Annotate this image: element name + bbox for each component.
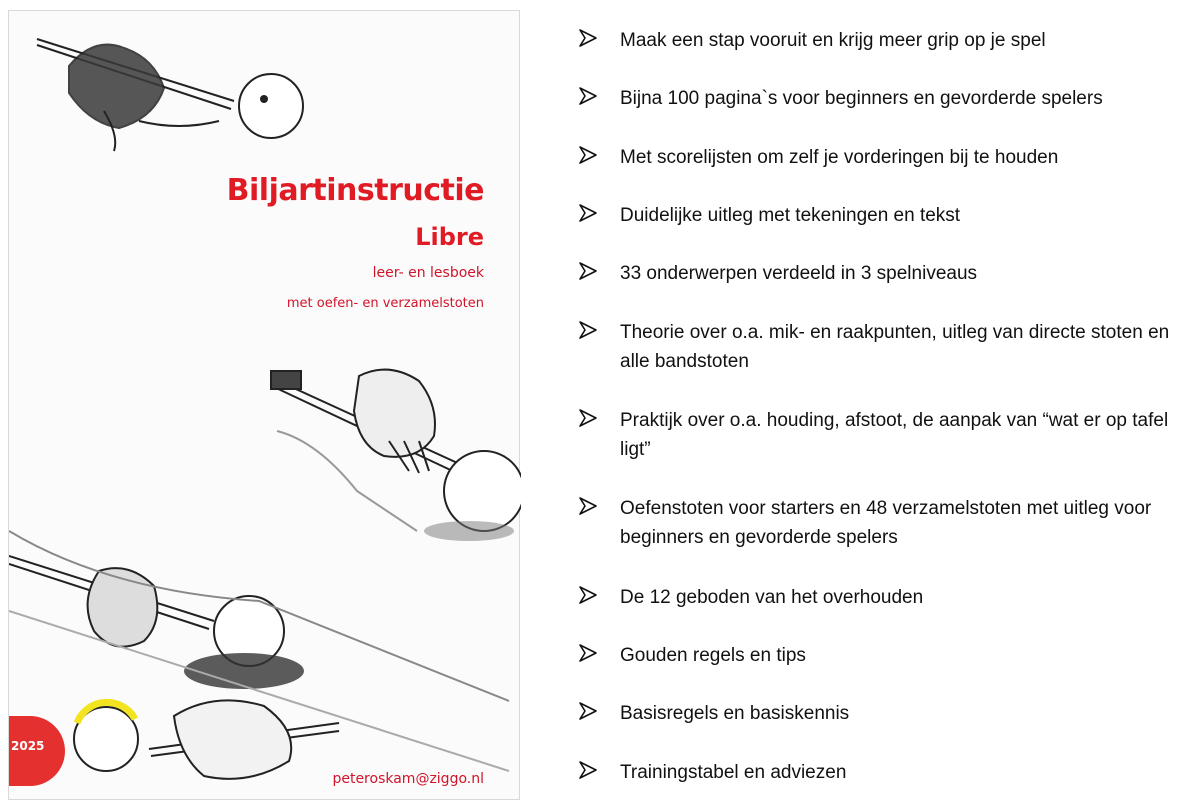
feature-text: Bijna 100 pagina`s voor beginners en gev… xyxy=(620,88,1103,109)
arrowhead-bullet-icon xyxy=(579,204,597,222)
feature-text: Trainingstabel en adviezen xyxy=(620,762,847,783)
arrowhead-bullet-icon xyxy=(579,87,597,105)
arrowhead-bullet-icon xyxy=(579,497,597,515)
arrowhead-bullet-icon xyxy=(579,409,597,427)
feature-text: Basisregels en basiskennis xyxy=(620,703,850,724)
feature-text: Oefenstoten voor starters en 48 verzamel… xyxy=(620,498,1152,548)
arrowhead-bullet-icon xyxy=(579,29,597,47)
feature-text: De 12 geboden van het overhouden xyxy=(620,587,924,608)
book-tagline-secondary: met oefen- en verzamelstoten xyxy=(286,296,484,311)
book-cover: Biljartinstructie Libre leer- en lesboek… xyxy=(8,10,521,800)
arrowhead-bullet-icon xyxy=(579,262,597,280)
book-subtitle: Libre xyxy=(415,223,484,251)
feature-text: Theorie over o.a. mik- en raakpunten, ui… xyxy=(620,322,1170,372)
arrowhead-bullet-icon xyxy=(579,644,597,662)
year-label: 2025 xyxy=(11,739,45,753)
feature-text: Maak een stap vooruit en krijg meer grip… xyxy=(620,30,1046,51)
feature-text: Praktijk over o.a. houding, afstoot, de … xyxy=(620,410,1169,460)
feature-text: Duidelijke uitleg met tekeningen en teks… xyxy=(620,205,961,226)
arrowhead-bullet-icon xyxy=(579,146,597,164)
book-tagline: leer- en lesboek xyxy=(372,265,484,281)
arrowhead-bullet-icon xyxy=(579,761,597,779)
arrowhead-bullet-icon xyxy=(579,586,597,604)
book-title: Biljartinstructie xyxy=(226,173,485,208)
feature-text: Gouden regels en tips xyxy=(620,645,806,666)
year-badge xyxy=(9,716,65,786)
feature-text: Met scorelijsten om zelf je vorderingen … xyxy=(620,147,1059,168)
feature-text: 33 onderwerpen verdeeld in 3 spelniveaus xyxy=(620,263,978,284)
arrowhead-bullet-icon xyxy=(579,702,597,720)
arrowhead-bullet-icon xyxy=(579,321,597,339)
contact-email: peteroskam@ziggo.nl xyxy=(332,771,484,787)
billiard-sketch-illustration xyxy=(9,38,521,780)
